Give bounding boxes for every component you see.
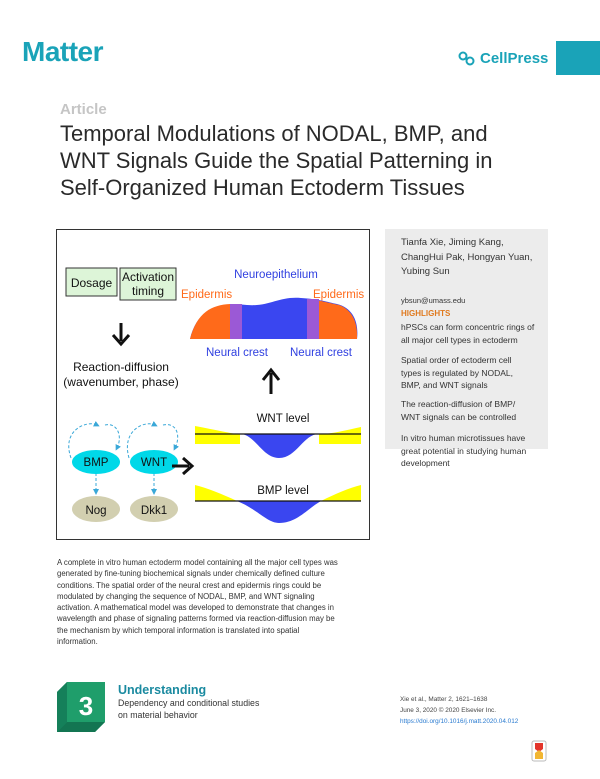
neural-crest-left-label: Neural crest xyxy=(206,347,269,359)
title-line: WNT Signals Guide the Spatial Patterning… xyxy=(60,148,493,173)
article-summary: A complete in vitro human ectoderm model… xyxy=(57,557,373,647)
wnt-node xyxy=(130,450,178,474)
article-title: Temporal Modulations of NODAL, BMP, and … xyxy=(60,120,570,201)
wnt-level-label: WNT level xyxy=(257,413,310,425)
neuroepithelium-label: Neuroepithelium xyxy=(234,269,318,281)
summary-line: conditions. The spatial order of the neu… xyxy=(57,580,322,590)
graphical-abstract-figure: Dosage Activation timing Reaction-diffus… xyxy=(63,267,364,523)
highlight-item: hPSCs can form concentric rings of all m… xyxy=(401,321,546,346)
doi-link[interactable]: https://doi.org/10.1016/j.matt.2020.04.0… xyxy=(400,718,519,725)
citation-block: Xie et al., Matter 2, 1621–1638 June 3, … xyxy=(400,694,580,727)
highlight-line: Spatial order of ectoderm cell xyxy=(401,355,512,365)
highlight-line: hPSCs can form concentric rings of xyxy=(401,322,535,332)
understanding-description: Dependency and conditional studies on ma… xyxy=(118,698,268,721)
highlight-line: types is regulated by NODAL, xyxy=(401,367,513,378)
up-arrow-icon xyxy=(261,367,281,394)
reaction-diffusion-label: Reaction-diffusion xyxy=(73,360,169,374)
highlight-line: all major cell types in ectoderm xyxy=(401,334,518,345)
highlight-item: In vitro human microtissues have great p… xyxy=(401,432,546,470)
nog-node xyxy=(72,496,120,522)
tissue-ring-diagram xyxy=(190,297,358,339)
highlight-item: The reaction-diffusion of BMP/ WNT signa… xyxy=(401,398,546,423)
highlight-line: In vitro human microtissues have xyxy=(401,433,526,443)
article-sidebar: Tianfa Xie, Jiming Kang, ChangHui Pak, H… xyxy=(385,229,548,468)
journal-name: Matter xyxy=(22,36,104,67)
dkk1-node xyxy=(130,496,178,522)
title-line: Self-Organized Human Ectoderm Tissues xyxy=(60,175,465,200)
summary-line: modulated by changing the sequence of NO… xyxy=(57,591,315,601)
highlight-line: WNT signals can be controlled xyxy=(401,411,517,422)
dosage-label: Dosage xyxy=(71,276,113,290)
nog-node-label: Nog xyxy=(85,505,106,517)
understanding-desc-line: Dependency and conditional studies xyxy=(118,698,260,708)
summary-line: information. xyxy=(57,637,98,647)
bmp-node xyxy=(72,450,120,474)
bmp-node-label: BMP xyxy=(84,457,109,469)
neural-crest-right-label: Neural crest xyxy=(290,347,353,359)
signaling-network xyxy=(68,420,180,495)
understanding-level-icon: 3 xyxy=(57,682,105,732)
highlight-line: development xyxy=(401,458,450,468)
activation-label: Activation xyxy=(122,270,174,284)
summary-line: wavelength and phase of signaling patter… xyxy=(57,614,335,624)
bmp-level-label: BMP level xyxy=(257,485,309,497)
highlight-item: Spatial order of ectoderm cell types is … xyxy=(401,354,546,392)
journal-color-tab xyxy=(556,41,600,75)
publisher-logo[interactable]: CellPress xyxy=(458,50,548,67)
title-line: Temporal Modulations of NODAL, BMP, and xyxy=(60,121,488,146)
publisher-name: CellPress xyxy=(480,50,549,67)
summary-line: activation. A mathematical model was dev… xyxy=(57,603,334,613)
timing-label: timing xyxy=(132,284,164,298)
wnt-node-label: WNT xyxy=(141,457,167,469)
understanding-desc-line: on material behavior xyxy=(118,709,198,720)
right-arrow-icon xyxy=(172,456,195,476)
wnt-level-wave xyxy=(195,426,361,458)
author-line: ChangHui Pak, Hongyan Yuan, xyxy=(401,251,533,263)
highlights-heading: HIGHLIGHTS xyxy=(401,309,451,318)
corresponding-email[interactable]: ybsun@umass.edu xyxy=(401,296,466,305)
author-list: Tianfa Xie, Jiming Kang, ChangHui Pak, H… xyxy=(401,236,532,280)
citation-line: June 3, 2020 © 2020 Elsevier Inc. xyxy=(400,707,497,714)
highlight-line: great potential in studying human xyxy=(401,445,527,456)
understanding-level-number: 3 xyxy=(79,691,93,721)
article-type-label: Article xyxy=(60,101,107,118)
understanding-title: Understanding xyxy=(118,683,207,697)
summary-line: A complete in vitro human ectoderm model… xyxy=(57,558,338,567)
dosage-box xyxy=(65,267,118,297)
summary-line: the mechanism by which temporal informat… xyxy=(57,625,300,635)
down-arrow-icon xyxy=(111,323,131,347)
dkk1-node-label: Dkk1 xyxy=(141,505,167,517)
author-line: Tianfa Xie, Jiming Kang, xyxy=(401,237,504,248)
highlight-line: The reaction-diffusion of BMP/ xyxy=(401,399,516,409)
epidermis-right-label: Epidermis xyxy=(313,289,364,301)
citation-line: Xie et al., Matter 2, 1621–1638 xyxy=(400,696,488,703)
bmp-level-wave xyxy=(195,485,361,523)
highlight-line: BMP, and WNT signals xyxy=(401,380,488,390)
crossmark-icon[interactable] xyxy=(531,740,547,762)
summary-line: generated by fine-tuning biochemical sig… xyxy=(57,569,325,579)
graphical-abstract: Dosage Activation timing Reaction-diffus… xyxy=(56,229,370,540)
epidermis-left-label: Epidermis xyxy=(181,289,232,301)
author-line: Yubing Sun xyxy=(401,266,450,277)
wavenumber-phase-label: (wavenumber, phase) xyxy=(63,375,178,389)
activation-timing-box xyxy=(119,267,177,301)
cellpress-logo-icon xyxy=(458,51,475,65)
